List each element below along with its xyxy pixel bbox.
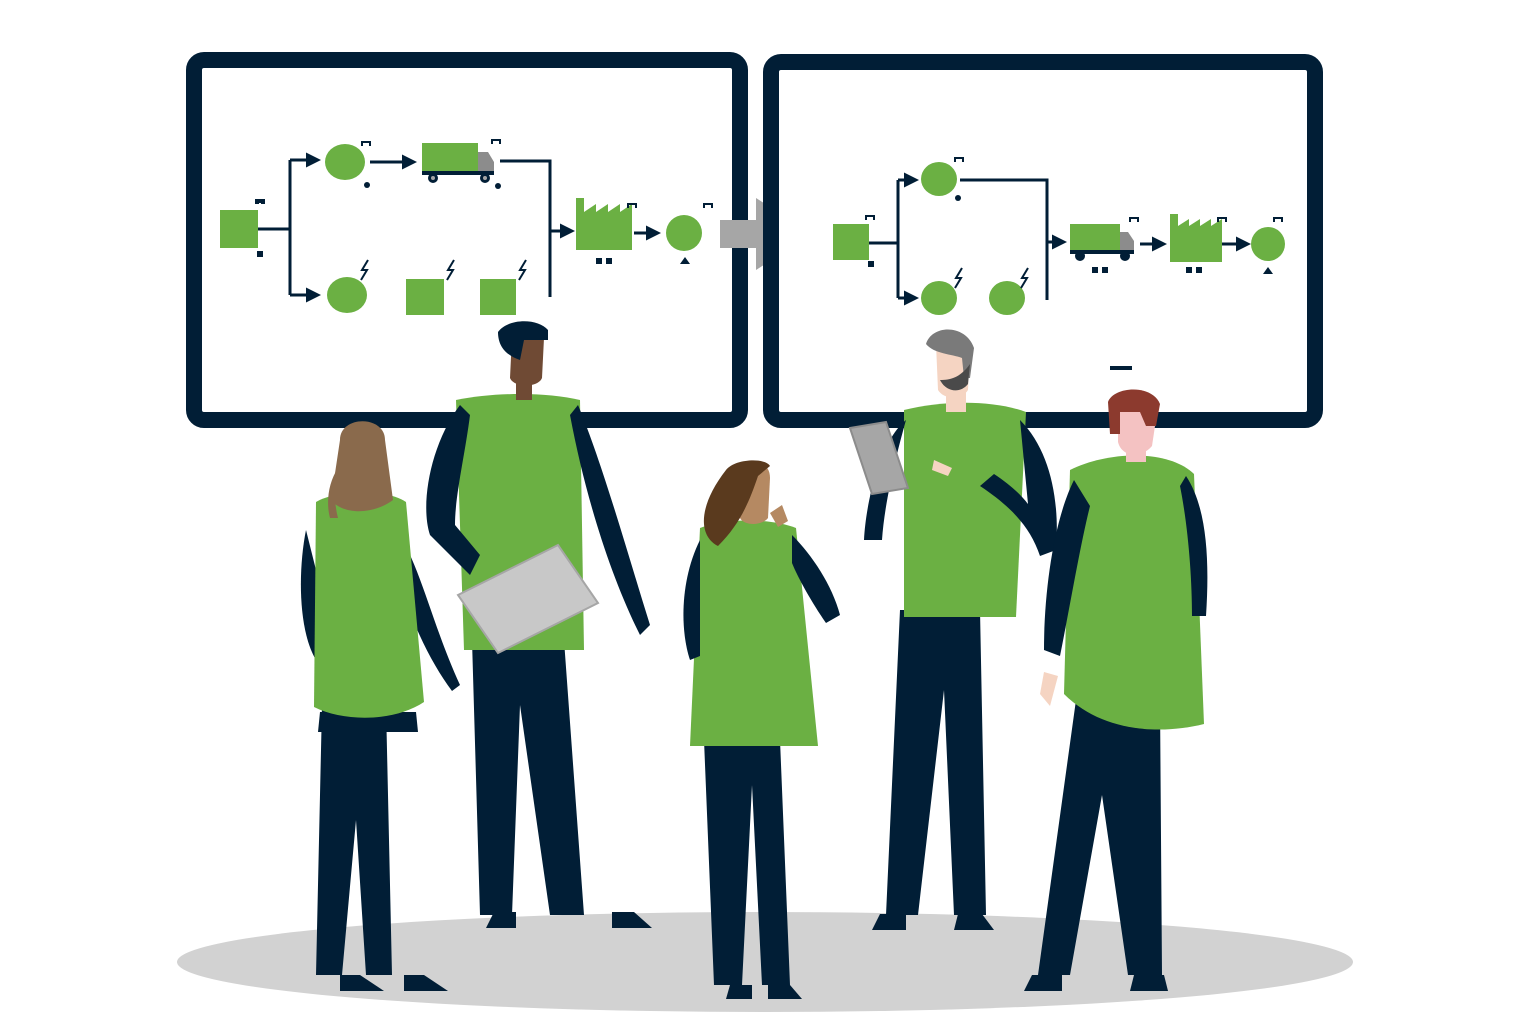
- person-bearded-man-with-tablet: [848, 329, 1057, 930]
- kaizen-burst-icon: [360, 259, 369, 281]
- supplier-square-icon: [220, 210, 258, 248]
- future-state-board: [763, 54, 1323, 428]
- process-circle-icon: [921, 162, 957, 196]
- supplier-square-icon: [833, 224, 869, 260]
- kaizen-burst-icon: [954, 267, 963, 289]
- truck-icon: [422, 143, 494, 183]
- person-man-with-laptop: [426, 321, 652, 928]
- customer-circle-icon: [1251, 227, 1285, 261]
- factory-icon: [576, 198, 632, 250]
- process-circle-icon: [325, 144, 365, 180]
- current-state-board: [186, 52, 748, 428]
- person-man-red-hair: [1024, 366, 1208, 991]
- customer-circle-icon: [666, 215, 702, 251]
- person-woman-thinking: [683, 460, 840, 999]
- truck-icon: [1070, 224, 1134, 261]
- person-woman-long-hair: [300, 421, 460, 991]
- factory-icon: [1170, 214, 1222, 262]
